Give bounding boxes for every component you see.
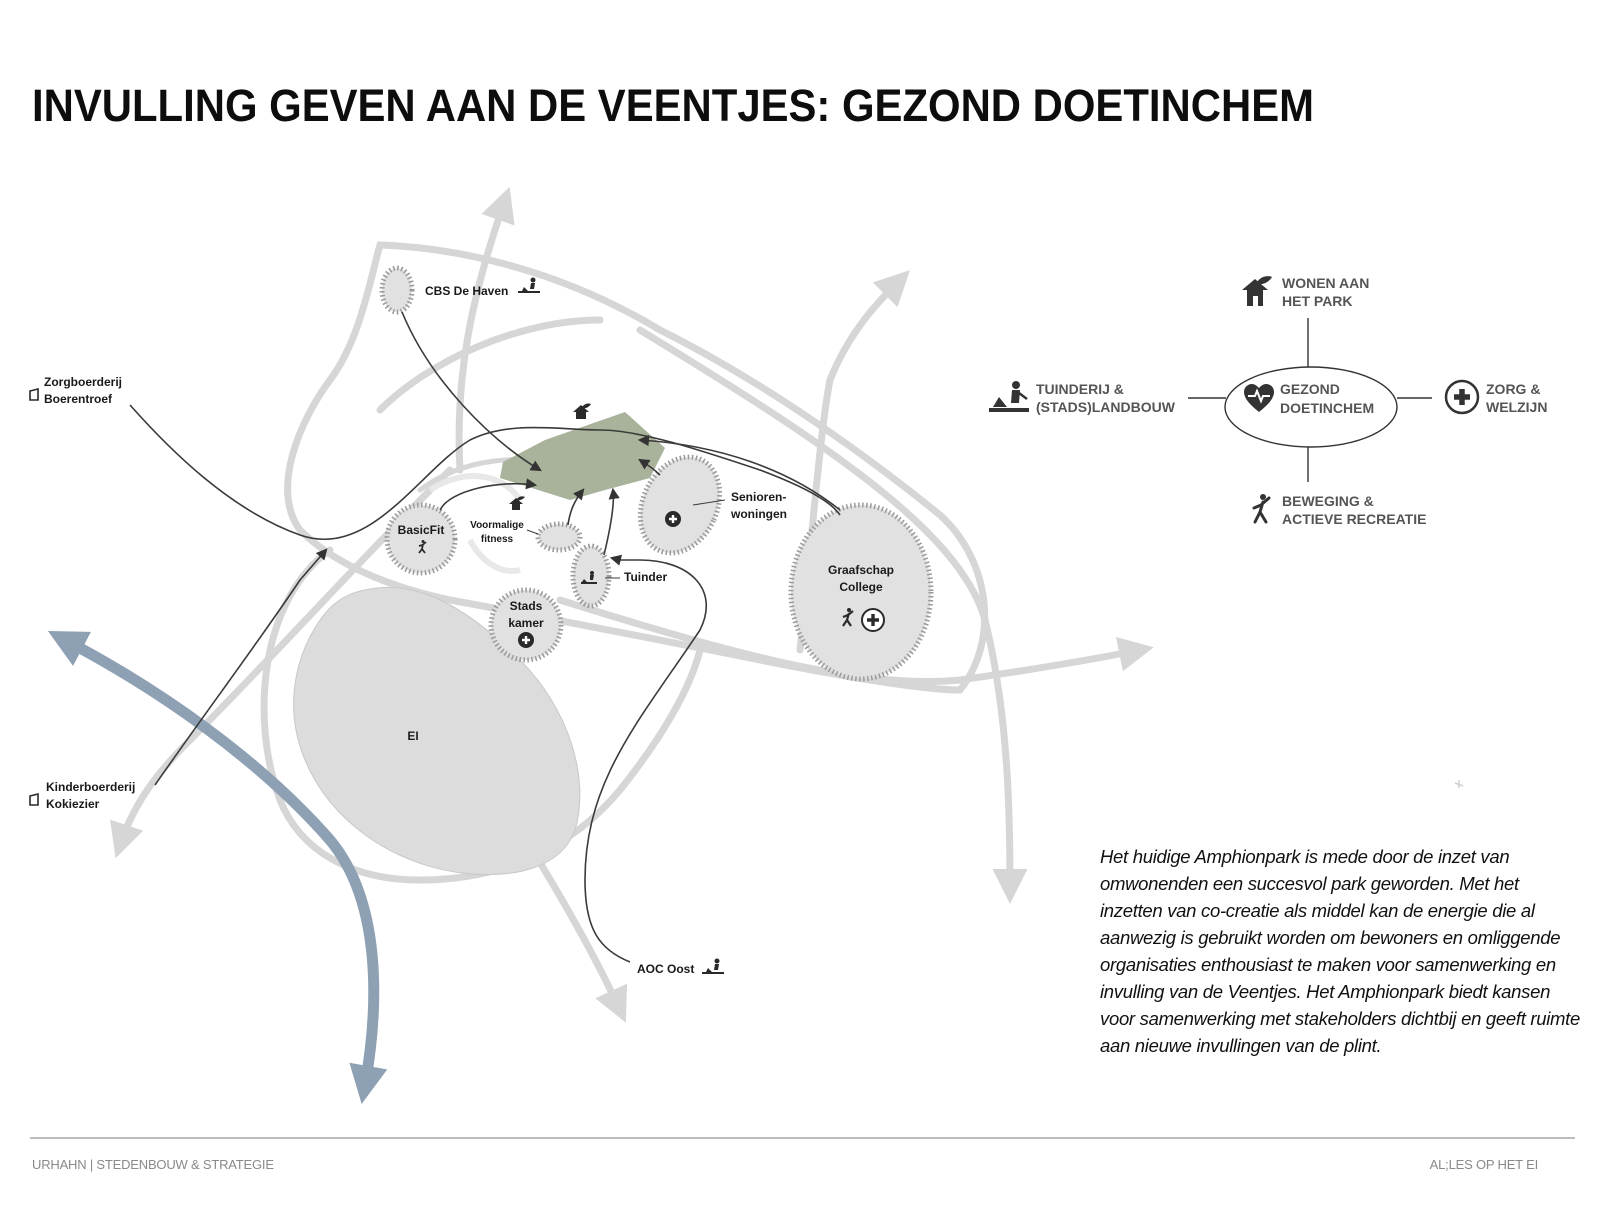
plus-icon [861, 608, 885, 632]
climber-icon [842, 608, 854, 627]
legend-bottom-1: BEWEGING & [1282, 493, 1374, 509]
label-kinder1: Kinderboerderij [46, 780, 135, 794]
label-voormalige2: fitness [481, 534, 514, 545]
road-east [556, 596, 1154, 686]
legend-left-2: (STADS)LANDBOUW [1036, 399, 1176, 415]
map-icons [29, 277, 885, 974]
park-outline-ghost [428, 473, 523, 574]
road-network [110, 186, 1154, 1023]
legend-right-1: ZORG & [1486, 381, 1540, 397]
plus-icon [518, 632, 534, 648]
house-leaf-icon [1242, 276, 1272, 306]
label-graaf1: Graafschap [828, 563, 894, 577]
gardener-icon [989, 381, 1029, 412]
conn-senioren [638, 458, 661, 476]
legend-right-2: WELZIJN [1486, 399, 1547, 415]
house-icon [573, 403, 591, 419]
label-cbs: CBS De Haven [425, 284, 508, 298]
small-mark [1454, 780, 1464, 788]
page-title: INVULLING GEVEN AAN DE VEENTJES: GEZOND … [32, 80, 1314, 131]
label-zorg2: Boerentroef [44, 392, 113, 406]
label-kinder2: Kokiezier [46, 797, 100, 811]
plus-icon [665, 511, 681, 527]
gardener-icon [581, 571, 597, 584]
heart-icon [1244, 384, 1274, 412]
label-tuinder: Tuinder [624, 570, 667, 584]
road-inner-north [376, 316, 604, 414]
label-zorg1: Zorgboerderij [44, 375, 122, 389]
label-senioren1: Senioren- [731, 490, 786, 504]
label-basicfit: BasicFit [398, 523, 445, 537]
legend-center-2: DOETINCHEM [1280, 400, 1374, 416]
conn-tuinder [603, 487, 620, 556]
plus-icon [1444, 379, 1480, 415]
farm-icon [29, 792, 39, 806]
conn-voormalige [567, 488, 585, 526]
label-graaf2: College [839, 580, 883, 594]
leader-voormalige [526, 529, 539, 535]
legend-bottom-2: ACTIEVE RECREATIE [1282, 511, 1426, 527]
node-basicfit [384, 502, 458, 576]
node-cbs [379, 265, 415, 315]
climber-icon [418, 540, 427, 554]
node-graafschap [788, 502, 934, 682]
gardener-icon [702, 958, 724, 974]
legend-top-1: WONEN AAN [1282, 275, 1369, 291]
legend-diagram: GEZOND DOETINCHEM WONEN AAN HET PARK TUI… [989, 275, 1547, 527]
label-aoc: AOC Oost [637, 962, 694, 976]
farm-icon [29, 387, 39, 401]
map-labels: CBS De Haven Zorgboerderij Boerentroef K… [44, 284, 894, 976]
node-stadskamer [488, 587, 564, 663]
conn-basicfit [439, 478, 538, 511]
ei-label: EI [407, 729, 418, 743]
park-veentjes [500, 412, 665, 500]
road-north [455, 186, 515, 474]
description-text: Het huidige Amphionpark is mede door de … [1100, 846, 1580, 1056]
conn-cbs [401, 311, 542, 472]
house-icon [509, 496, 525, 510]
conn-aoc [584, 554, 707, 963]
legend-center-1: GEZOND [1280, 381, 1340, 397]
legend-left-1: TUINDERIJ & [1036, 381, 1124, 397]
legend-top-2: HET PARK [1282, 293, 1353, 309]
road-southeast [636, 326, 1028, 904]
connections [129, 311, 841, 963]
leader-senioren [692, 499, 726, 506]
label-stads2: kamer [508, 616, 544, 630]
label-senioren2: woningen [730, 507, 787, 521]
conn-kinderboerderij [154, 548, 328, 786]
node-senioren [637, 454, 723, 556]
footer-left: URHAHN | STEDENBOUW & STRATEGIE [32, 1157, 274, 1172]
node-voormalige [535, 521, 583, 553]
conn-graaf [637, 434, 841, 511]
gardener-icon [518, 277, 540, 293]
label-stads1: Stads [510, 599, 543, 613]
footer-rule [30, 1137, 1575, 1139]
climber-icon [1252, 494, 1271, 524]
footer-right: AL;LES OP HET EI [1429, 1157, 1539, 1172]
river [47, 631, 388, 1104]
label-voormalige1: Voormalige [470, 520, 524, 531]
